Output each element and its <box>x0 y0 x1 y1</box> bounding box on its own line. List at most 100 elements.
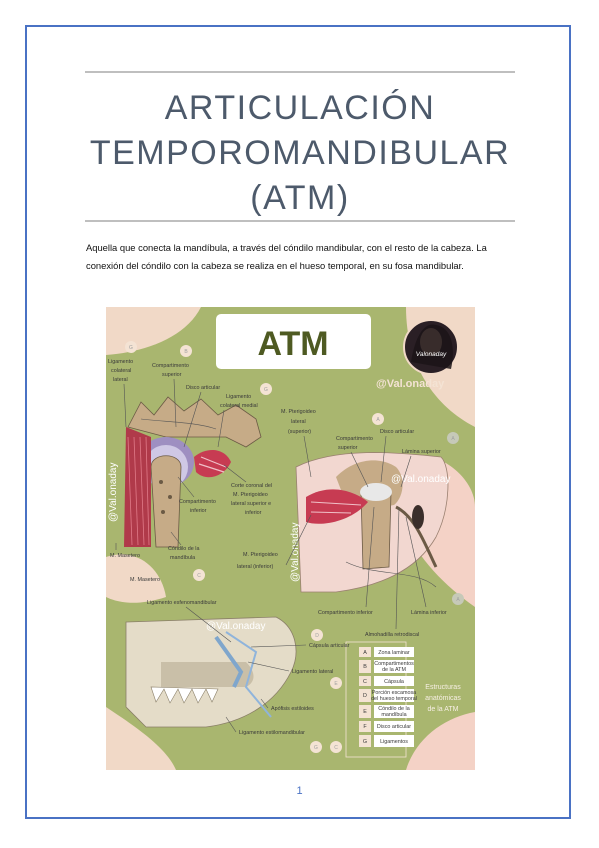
label-masetero-1: M. Masetero <box>110 553 140 559</box>
heading-box <box>216 314 371 369</box>
svg-text:del hueso temporal: del hueso temporal <box>371 696 417 702</box>
intro-paragraph: Aquella que conecta la mandíbula, a trav… <box>86 239 516 275</box>
page-title: ARTICULACIÓN TEMPOROMANDIBULAR (ATM) <box>60 86 540 221</box>
label-pterigoideo-superior-2: lateral <box>291 419 306 425</box>
svg-text:D: D <box>363 693 367 699</box>
label-masetero-2: M. Masetero <box>130 577 160 583</box>
legend-item-g: G Ligamentos <box>359 735 414 747</box>
title-rule-top <box>85 71 515 73</box>
svg-text:A: A <box>363 650 367 656</box>
sagittal-section-illustration <box>295 452 449 593</box>
handle-text: @Val.onaday <box>376 378 445 390</box>
svg-text:Disco articular: Disco articular <box>377 724 411 730</box>
avatar-hair <box>411 324 453 369</box>
watermark-1: @Val.onaday <box>108 463 119 522</box>
svg-text:B: B <box>363 664 367 670</box>
svg-text:E: E <box>363 709 367 715</box>
marker-3: G <box>264 387 268 393</box>
label-corte-coronal-1: Corte coronal del <box>231 483 272 489</box>
svg-text:C: C <box>363 679 367 685</box>
svg-text:mandíbula: mandíbula <box>381 712 406 718</box>
marker-9: E <box>334 681 338 687</box>
page-border <box>25 25 571 819</box>
title-line-2: TEMPOROMANDIBULAR <box>89 134 511 172</box>
watermark-2: @Val.onaday <box>391 474 450 485</box>
atm-infographic: ATM Valonaday @Val.onaday <box>106 307 475 770</box>
label-ligamento-estilomandibular: Ligamento estilomandibular <box>239 730 305 736</box>
label-pterigoideo-superior-1: M. Pterigoideo <box>281 409 316 415</box>
page-number: 1 <box>296 785 303 797</box>
label-pterigoideo-inferior-2: lateral (inferior) <box>237 564 273 570</box>
label-ligamento-lateral: Ligamento lateral <box>292 669 333 675</box>
intro-line-1: Aquella que conecta la mandíbula, a trav… <box>86 242 487 253</box>
bg-blob-bottom-left <box>106 707 176 770</box>
title-line-3: (ATM) <box>250 179 350 217</box>
heading-text: ATM <box>257 325 328 363</box>
label-corte-coronal-4: inferior <box>245 510 262 516</box>
legend-item-e: E Cóndilo de la mandíbula <box>359 705 414 718</box>
legend-title-3: de la ATM <box>428 706 459 713</box>
intro-line-2: conexión del cóndilo con la cabeza se re… <box>86 260 464 271</box>
markers: G B G A A C A D E C G <box>125 341 464 753</box>
svg-text:Ligamentos: Ligamentos <box>380 739 408 745</box>
marker-10: C <box>334 745 338 751</box>
label-condilo-1: Cóndilo de la <box>168 546 199 552</box>
bg-blob-left <box>106 554 166 603</box>
legend-item-a: A Zona laminar <box>359 647 414 657</box>
label-disco-articular-2: Disco articular <box>380 429 414 435</box>
svg-text:Compartimentos: Compartimentos <box>374 661 414 667</box>
label-corte-coronal-3: lateral superior e <box>231 501 271 507</box>
label-compartimento-superior-2b: superior <box>338 445 358 451</box>
label-compartimento-superior-1a: Compartimento <box>152 363 189 369</box>
marker-7: A <box>456 597 460 603</box>
label-ligamento-colateral-medial-2: colateral medial <box>220 403 258 409</box>
label-disco-articular-1: Disco articular <box>186 385 220 391</box>
watermark-4: @Val.onaday <box>290 523 301 582</box>
label-apofisis-estiloides: Apófisis estiloides <box>271 706 314 712</box>
legend-item-f: F Disco articular <box>359 721 414 732</box>
watermark-3: @Val.onaday <box>206 621 265 632</box>
legend: A Zona laminar B Compartimentos de la AT… <box>359 647 461 747</box>
label-compartimento-inferior-2: Compartimento inferior <box>318 610 373 616</box>
marker-11: G <box>314 745 318 751</box>
label-compartimento-inferior-1b: inferior <box>190 508 207 514</box>
svg-text:Cóndilo de la: Cóndilo de la <box>378 706 409 712</box>
label-compartimento-inferior-1a: Compartimento <box>179 499 216 505</box>
bg-blob-bottom-right <box>406 712 475 770</box>
marker-5: A <box>451 436 455 442</box>
marker-2: B <box>184 349 188 355</box>
marker-8: D <box>315 633 319 639</box>
marker-1: G <box>129 345 133 351</box>
avatar-text: Valonaday <box>416 351 447 358</box>
skull-illustration <box>125 616 407 758</box>
label-compartimento-superior-1b: superior <box>162 372 182 378</box>
title-rule-bottom <box>85 220 515 222</box>
coronal-section-illustration <box>124 396 262 548</box>
svg-text:F: F <box>363 724 367 730</box>
svg-text:de la ATM: de la ATM <box>382 667 406 673</box>
title-line-1: ARTICULACIÓN <box>164 89 436 127</box>
svg-text:G: G <box>363 739 367 745</box>
svg-text:Porción escamosa: Porción escamosa <box>372 690 416 696</box>
legend-title-1: Estructuras <box>425 684 461 691</box>
label-condilo-2: mandíbula <box>170 555 195 561</box>
marker-6: C <box>197 573 201 579</box>
label-ligamento-esfenomandibular: Ligamento esfenomandibular <box>147 600 217 606</box>
label-almohadilla: Almohadilla retrodiscal <box>365 632 419 638</box>
svg-text:Zona laminar: Zona laminar <box>378 650 410 656</box>
legend-title-2: anatómicas <box>425 695 461 702</box>
label-compartimento-superior-2a: Compartimento <box>336 436 373 442</box>
legend-item-b: B Compartimentos de la ATM <box>359 660 414 673</box>
svg-text:Cápsula: Cápsula <box>384 679 404 685</box>
legend-item-d: D Porción escamosa del hueso temporal <box>359 689 417 702</box>
label-lamina-inferior: Lámina inferior <box>411 610 447 616</box>
label-ligamento-colateral-lateral-2: colateral <box>111 368 131 374</box>
label-pterigoideo-inferior-1: M. Pterigoideo <box>243 552 278 558</box>
legend-item-c: C Cápsula <box>359 676 414 686</box>
label-corte-coronal-2: M. Pterigoideo <box>233 492 268 498</box>
label-capsula-articular: Cápsula articular <box>309 643 350 649</box>
label-ligamento-colateral-lateral-1: Ligamento <box>108 359 133 365</box>
label-ligamento-colateral-lateral-3: lateral <box>113 377 128 383</box>
label-lamina-superior: Lámina superior <box>402 449 441 455</box>
label-pterigoideo-superior-3: (superior) <box>288 429 311 435</box>
